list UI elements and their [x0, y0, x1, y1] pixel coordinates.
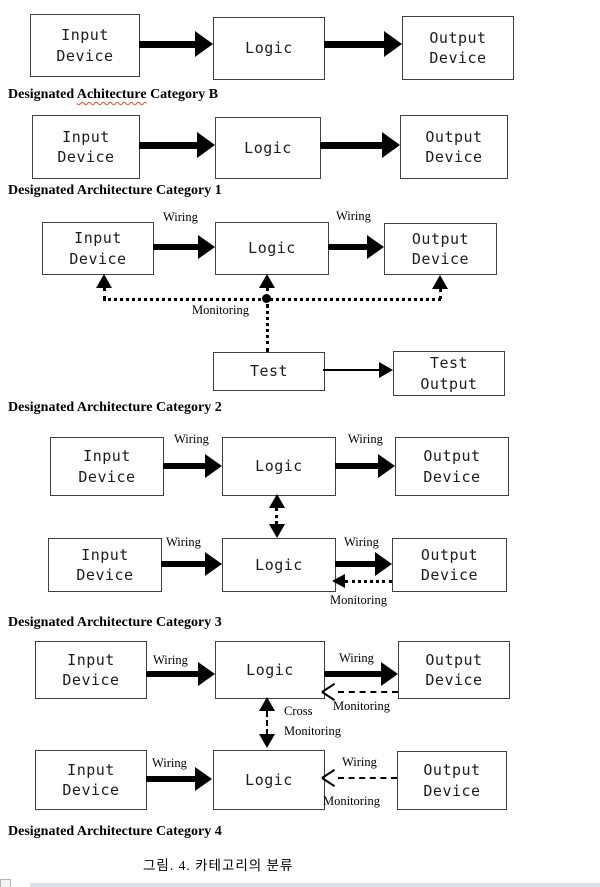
- cat2-test-box: Test: [213, 352, 325, 391]
- catB-label-prefix: Designated: [8, 87, 77, 102]
- cat2-monitoring-label: Monitoring: [192, 303, 249, 317]
- cat2-monitor-junction-dot: [262, 294, 271, 303]
- cat2-monitor-test-line: [266, 304, 269, 352]
- catB-label-misspelled-word: Achitecture: [76, 87, 147, 102]
- cat3-logic-link-line: [275, 508, 278, 524]
- cat3-rowA-wiring-label-2: Wiring: [348, 432, 383, 446]
- cat4-rowB-arrow-input-to-logic-shaft: [146, 776, 196, 782]
- cat3-monitor-arrowhead: [332, 574, 345, 588]
- cat2-logic-box: Logic: [215, 222, 329, 275]
- cat2-monitor-horizontal-line: [103, 298, 441, 301]
- cat4-rowA-arrow-input-to-logic-shaft: [146, 671, 199, 677]
- cat2-section-label: Designated Architecture Category 2: [8, 400, 222, 415]
- cat3-rowA-arrow-logic-to-output-head: [378, 454, 395, 478]
- cat2-arrow-input-to-logic-shaft: [153, 244, 199, 250]
- cat4-rowB-input-device-box: Input Device: [35, 750, 147, 810]
- cat3-rowB-input-device-box: Input Device: [48, 538, 162, 592]
- cat3-rowA-input-device-box: Input Device: [50, 437, 164, 496]
- cat4-cross-label-line2: Monitoring: [284, 724, 341, 738]
- cat4-section-label: Designated Architecture Category 4: [8, 824, 222, 839]
- cat2-test-output-box: Test Output: [393, 351, 505, 396]
- cat4-rowB-wiring-label-2: Wiring: [342, 755, 377, 769]
- cat4-rowA-monitor-line: [338, 691, 398, 693]
- cat4-rowA-wiring-label-1: Wiring: [153, 653, 188, 667]
- cat4-cross-arrowhead-down: [259, 734, 275, 748]
- cat3-logic-link-arrowhead-down: [269, 524, 285, 538]
- cat4-rowA-arrow-input-to-logic-head: [198, 662, 215, 686]
- cat2-monitor-arrowhead-output: [432, 275, 448, 289]
- cat4-rowB-output-device-box: Output Device: [397, 751, 507, 810]
- cat2-monitor-arrowhead-input: [96, 274, 112, 288]
- figure-caption: 그림. 4. 카테고리의 분류: [143, 858, 294, 873]
- cat1-arrow-logic-to-output-shaft: [320, 142, 383, 149]
- cat3-rowA-arrow-input-to-logic-head: [205, 454, 222, 478]
- cat2-monitor-stub-logic: [266, 288, 269, 298]
- cat2-arrow-input-to-logic-head: [198, 235, 215, 259]
- cat3-rowA-output-device-box: Output Device: [395, 437, 509, 496]
- catB-logic-box: Logic: [213, 17, 325, 80]
- cat2-wiring-label-1: Wiring: [163, 210, 198, 224]
- cat1-logic-box: Logic: [215, 117, 321, 179]
- cat3-rowB-arrow-logic-to-output-head: [375, 552, 392, 576]
- cat4-cross-line: [266, 711, 268, 735]
- cat3-rowB-arrow-input-to-logic-head: [205, 552, 222, 576]
- cat2-arrow-test-to-testoutput-shaft: [323, 369, 380, 371]
- cat2-arrow-logic-to-output-shaft: [328, 244, 368, 250]
- cat4-cross-label-line1: Cross: [284, 704, 313, 718]
- cat4-rowA-arrow-logic-to-output-shaft: [324, 671, 382, 677]
- cat4-rowB-monitor-line: [338, 777, 397, 779]
- cat1-section-label: Designated Architecture Category 1: [8, 183, 222, 198]
- cat2-wiring-label-2: Wiring: [336, 209, 371, 223]
- cat4-rowB-logic-box: Logic: [213, 750, 325, 810]
- cat3-rowB-output-device-box: Output Device: [392, 538, 507, 592]
- cat3-rowA-arrow-input-to-logic-shaft: [163, 463, 206, 469]
- cat3-monitor-line: [345, 580, 392, 583]
- cat4-rowB-monitoring-label: Monitoring: [323, 794, 380, 808]
- cat3-rowB-wiring-label-2: Wiring: [344, 535, 379, 549]
- cat1-input-device-box: Input Device: [32, 115, 140, 179]
- cat3-rowA-logic-box: Logic: [222, 437, 336, 496]
- cat1-arrow-input-to-logic-head: [197, 132, 215, 158]
- cat4-rowA-output-device-box: Output Device: [398, 641, 510, 699]
- cat4-rowB-monitor-open-arrowhead: [321, 768, 338, 788]
- cat4-rowA-monitor-open-arrowhead: [321, 682, 338, 702]
- cat1-output-device-box: Output Device: [400, 115, 508, 179]
- cat1-arrow-logic-to-output-head: [382, 132, 400, 158]
- cat3-rowB-logic-box: Logic: [222, 538, 336, 592]
- catB-arrow-logic-to-output-shaft: [324, 41, 384, 48]
- cat2-monitor-stub-input: [103, 288, 106, 299]
- cat3-rowB-arrow-input-to-logic-shaft: [161, 561, 206, 567]
- cat3-rowA-arrow-logic-to-output-shaft: [335, 463, 379, 469]
- horizontal-scrollbar-sliver[interactable]: [30, 883, 600, 887]
- cat3-section-label: Designated Architecture Category 3: [8, 615, 222, 630]
- cat4-rowA-arrow-logic-to-output-head: [381, 662, 398, 686]
- catB-arrow-input-to-logic-head: [195, 31, 213, 57]
- catB-output-device-box: Output Device: [402, 16, 514, 80]
- cat2-arrow-logic-to-output-head: [367, 235, 384, 259]
- cat1-arrow-input-to-logic-shaft: [139, 142, 198, 149]
- bottom-left-handle: [0, 879, 11, 887]
- catB-input-device-box: Input Device: [30, 14, 140, 77]
- cat3-monitoring-label: Monitoring: [330, 593, 387, 607]
- cat4-rowB-wiring-label-1: Wiring: [152, 756, 187, 770]
- catB-section-label: Designated Achitecture Category B: [8, 87, 218, 103]
- cat2-monitor-stub-output: [439, 289, 442, 299]
- cat4-rowA-monitoring-label: Monitoring: [333, 699, 390, 713]
- cat4-rowA-wiring-label-2: Wiring: [339, 651, 374, 665]
- cat4-cross-arrowhead-up: [259, 697, 275, 711]
- cat3-logic-link-arrowhead-up: [269, 494, 285, 508]
- cat3-rowA-wiring-label-1: Wiring: [174, 432, 209, 446]
- catB-arrow-logic-to-output-head: [384, 31, 402, 57]
- cat2-output-device-box: Output Device: [384, 223, 497, 275]
- cat2-monitor-arrowhead-logic: [259, 274, 275, 288]
- cat2-input-device-box: Input Device: [42, 222, 154, 275]
- cat4-rowA-logic-box: Logic: [215, 641, 325, 699]
- catB-label-suffix: Category B: [146, 87, 219, 102]
- cat4-rowB-arrow-input-to-logic-head: [195, 767, 212, 791]
- cat3-rowB-wiring-label-1: Wiring: [166, 535, 201, 549]
- cat4-rowA-input-device-box: Input Device: [35, 641, 147, 699]
- cat2-arrow-test-to-testoutput-head: [379, 362, 393, 378]
- catB-arrow-input-to-logic-shaft: [139, 41, 196, 48]
- cat3-rowB-arrow-logic-to-output-shaft: [335, 561, 376, 567]
